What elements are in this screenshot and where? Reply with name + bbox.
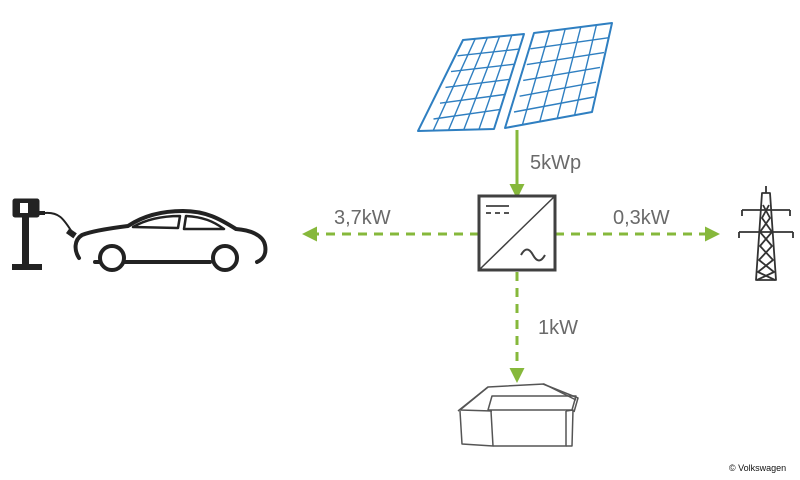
power-pylon-icon	[738, 186, 794, 281]
solar-panel-icon	[417, 22, 613, 132]
solar-power-label: 5kWp	[530, 152, 582, 174]
electric-car-icon	[73, 209, 268, 272]
house-icon	[457, 383, 579, 447]
ev-charger-icon	[12, 198, 77, 270]
copyright-notice: © Volkswagen	[729, 463, 787, 473]
house-power-label: 1kW	[538, 317, 578, 339]
car-power-label: 3,7kW	[334, 207, 391, 229]
inverter-icon	[477, 194, 557, 272]
grid-power-label: 0,3kW	[613, 207, 670, 229]
